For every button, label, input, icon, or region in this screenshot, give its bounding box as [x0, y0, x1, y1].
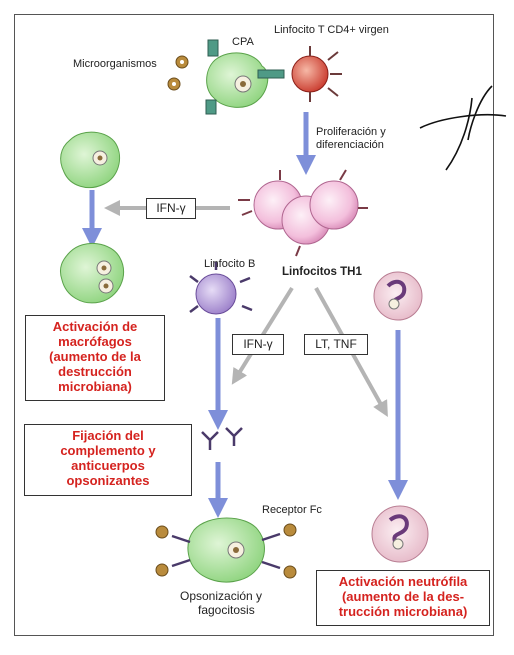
receptor-fc-label: Receptor Fc	[262, 504, 322, 516]
neut-line-1: Activación neutrófila	[338, 574, 468, 589]
prolif-label-1: Proliferación y	[316, 126, 386, 138]
naive-t-cell-icon	[291, 46, 342, 102]
neutrophil-activation-box: Activación neutrófila (aumento de la des…	[316, 570, 490, 626]
opsonization-macrophage-icon	[155, 517, 297, 583]
neut-line-3: trucción microbiana)	[338, 604, 468, 619]
macro-line-5: microbiana)	[58, 379, 132, 394]
comp-line-3: anticuerpos	[71, 458, 145, 473]
th1-to-b-arrow	[231, 286, 294, 385]
naive-t-label: Linfocito T CD4+ virgen	[274, 24, 389, 36]
lt-tnf-box: LT, TNF	[304, 334, 368, 355]
comp-line-1: Fijación del	[72, 428, 144, 443]
macro-line-2: macrófagos	[58, 334, 132, 349]
macro-line-1: Activación de	[52, 319, 138, 334]
macrophage-activated-icon	[59, 242, 125, 304]
prolif-label-2: diferenciación	[316, 139, 384, 151]
opson-label-2: fagocitosis	[198, 603, 255, 617]
ifn-gamma-top-box: IFN-γ	[146, 198, 196, 219]
macrophage-resting-icon	[60, 131, 120, 188]
neut-line-2: (aumento de la des-	[341, 589, 465, 604]
macro-line-3: (aumento de la	[49, 349, 141, 364]
neutrophil-activated-icon	[371, 505, 429, 563]
macro-line-4: destrucción	[58, 364, 132, 379]
comp-line-2: complemento y	[60, 443, 156, 458]
handwritten-mark	[419, 85, 507, 171]
neutrophil-resting-icon	[373, 271, 423, 321]
b-cell-icon	[189, 262, 253, 315]
comp-line-4: opsonizantes	[66, 473, 150, 488]
complement-box: Fijación del complemento y anticuerpos o…	[24, 424, 192, 496]
microorganism-icon	[167, 55, 189, 91]
antibodies-icon	[201, 427, 243, 450]
macrophage-activation-box: Activación de macrófagos (aumento de la …	[25, 315, 165, 401]
th1-label: Linfocitos TH1	[282, 266, 362, 278]
ifn-gamma-mid-box: IFN-γ	[232, 334, 284, 355]
microorganisms-label: Microorganismos	[73, 58, 157, 70]
cpa-label: CPA	[232, 36, 254, 48]
apc-cell-icon	[205, 39, 285, 115]
opson-label-1: Opsonización y	[180, 589, 263, 603]
b-cell-label: Linfocito B	[204, 258, 256, 270]
th1-cells-icon	[238, 169, 368, 257]
